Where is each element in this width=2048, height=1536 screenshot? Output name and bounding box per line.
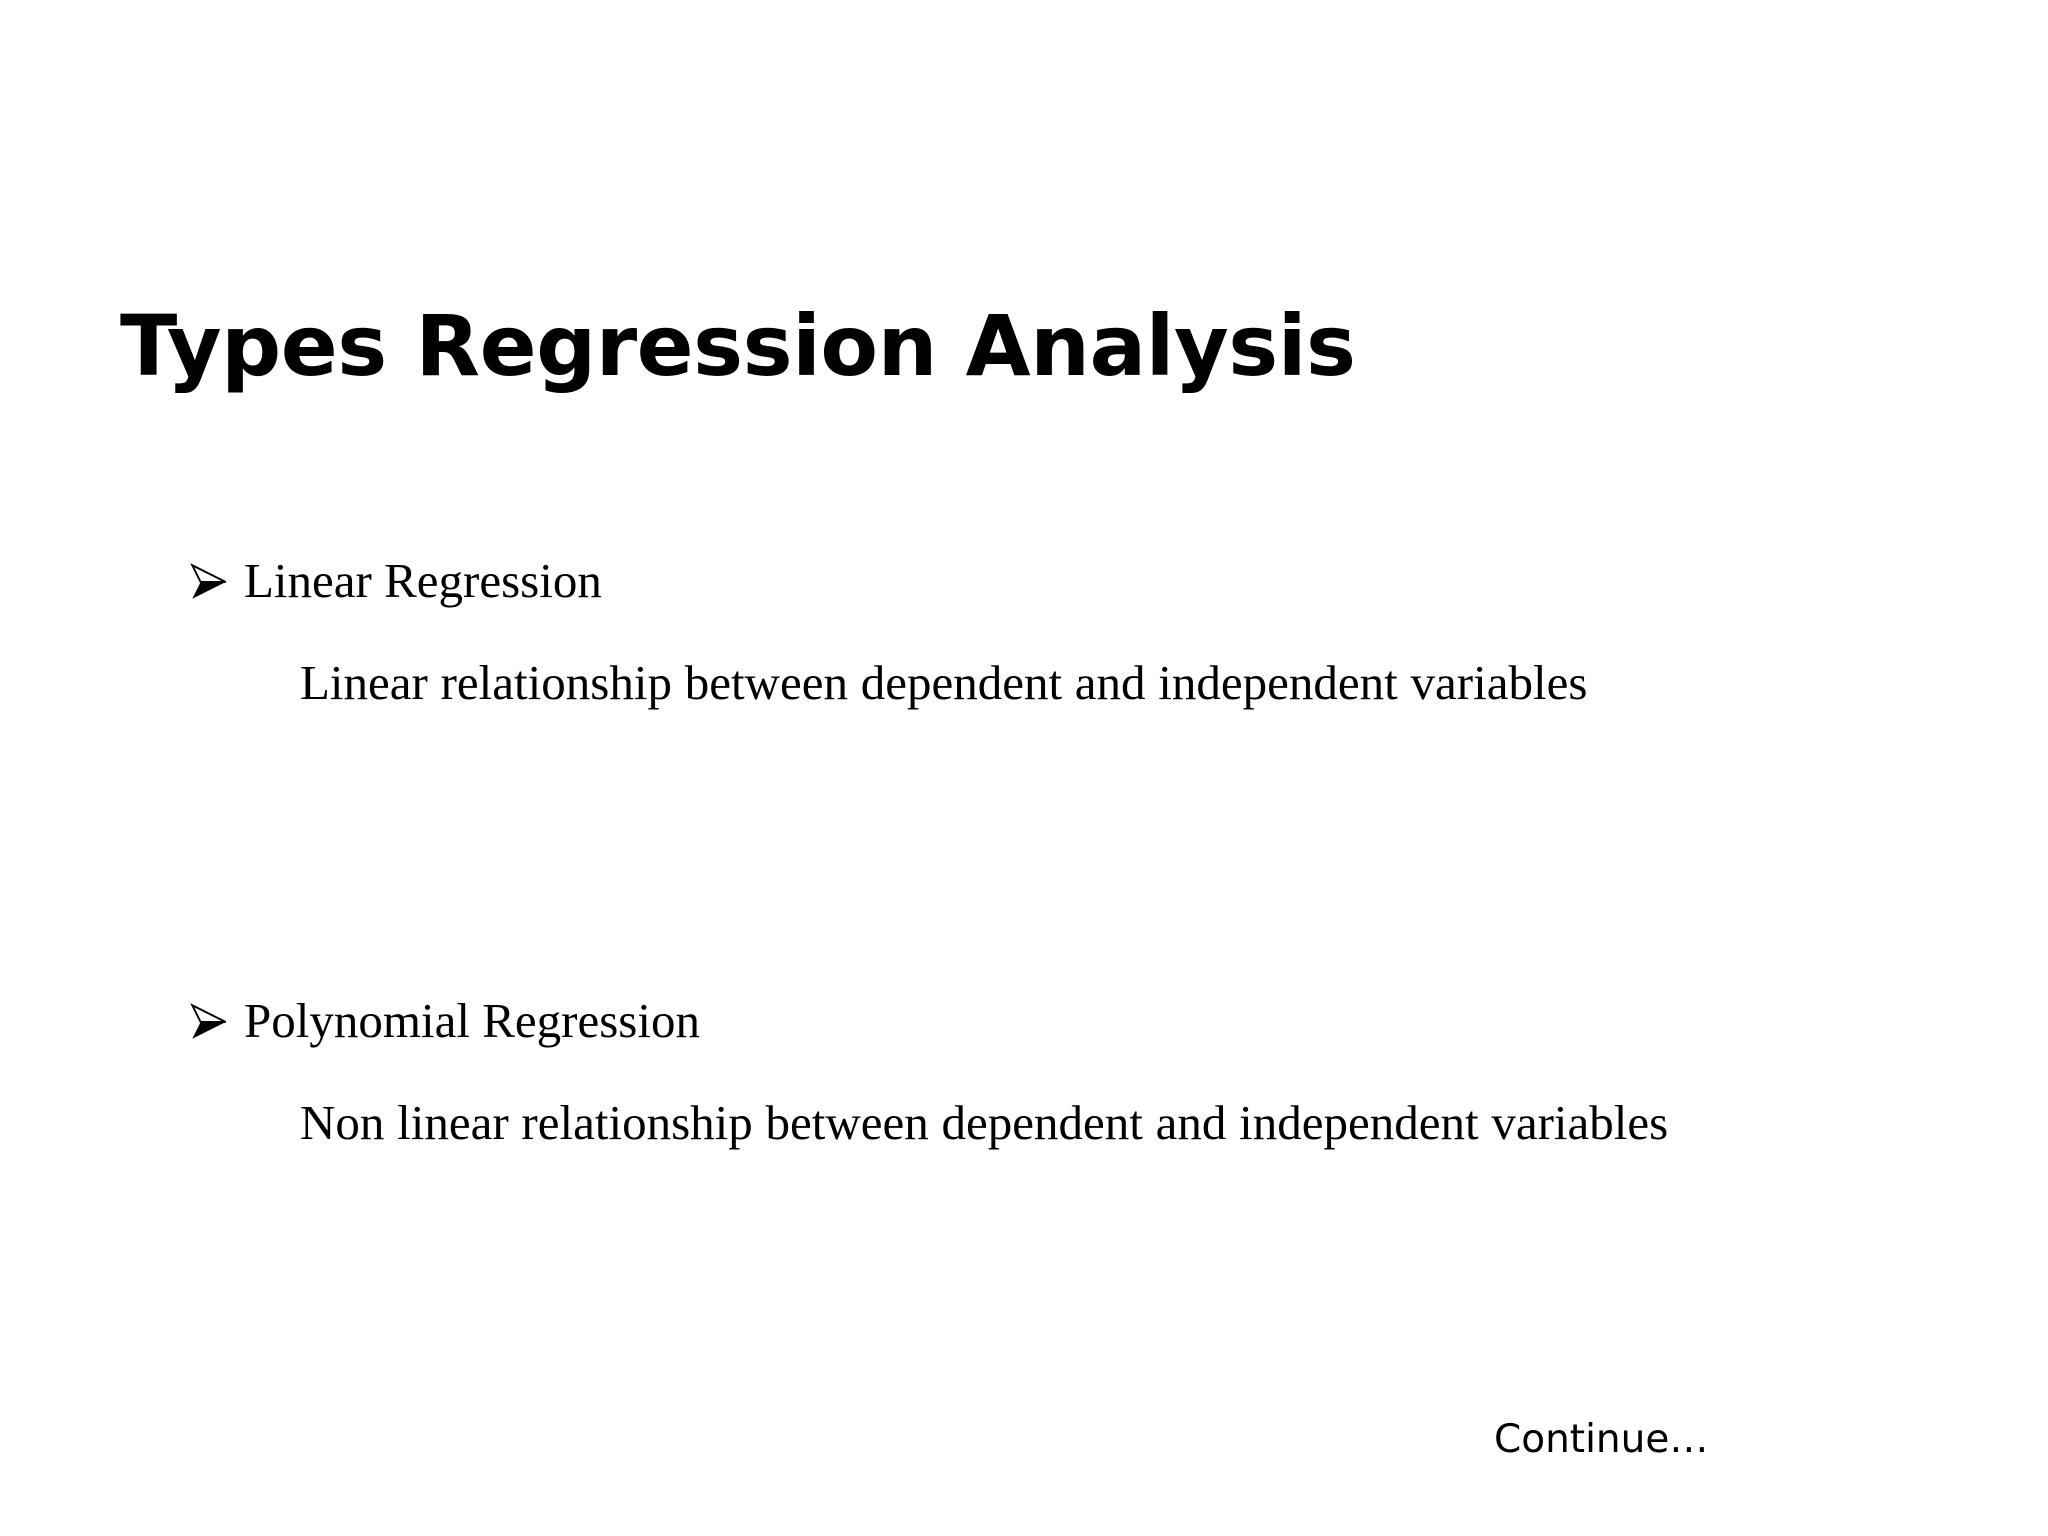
bullet-heading: Linear Regression bbox=[190, 556, 1870, 605]
bullet-block-linear-regression: Linear Regression Linear relationship be… bbox=[190, 556, 1870, 725]
bullet-description: Non linear relationship between dependen… bbox=[300, 1095, 1669, 1150]
bullet-block-polynomial-regression: Polynomial Regression Non linear relatio… bbox=[190, 996, 1870, 1165]
bullet-label: Linear Regression bbox=[244, 553, 602, 608]
bullet-description: Linear relationship between dependent an… bbox=[300, 655, 1588, 710]
bullet-heading: Polynomial Regression bbox=[190, 996, 1870, 1045]
page-title: Types Regression Analysis bbox=[120, 297, 1356, 396]
bullet-label: Polynomial Regression bbox=[244, 993, 700, 1048]
continue-note: Continue… bbox=[1494, 1417, 1709, 1462]
